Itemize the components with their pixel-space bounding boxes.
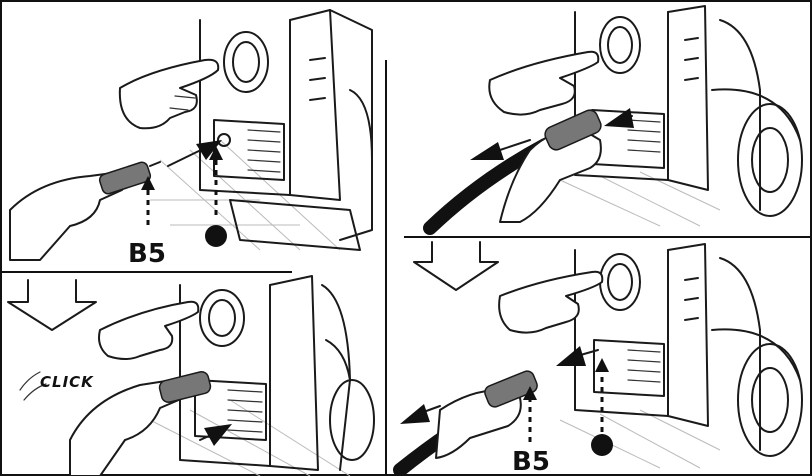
b5-leader-arrowhead	[141, 176, 155, 190]
port-marker-dot	[205, 225, 227, 247]
label-click: CLICK	[40, 373, 94, 391]
release-arrow-head	[556, 346, 586, 366]
b5-leader-arrowhead	[523, 386, 537, 400]
step-down-arrow	[7, 279, 97, 331]
pull-arrow-head	[470, 142, 504, 160]
insertion-arrow-shaft	[167, 147, 206, 167]
pull-arrow-shaft	[499, 139, 531, 151]
coupling-tip	[149, 161, 161, 167]
panel-bottom-left: CLICK	[7, 275, 375, 476]
finger-lines	[169, 95, 196, 111]
pressure-washer-body	[179, 275, 375, 471]
step-down-arrow	[413, 241, 499, 291]
left-hand	[98, 300, 200, 360]
panel-top-left: B5	[9, 9, 373, 269]
port-leader-arrowhead	[209, 146, 223, 160]
pressure-washer-body	[574, 243, 803, 457]
panel-bottom-right: B5	[393, 241, 803, 476]
release-arrow-head	[604, 108, 634, 128]
pressure-washer-body	[199, 9, 373, 251]
left-hand	[498, 270, 604, 334]
hose-coupling	[98, 161, 152, 195]
click-sound-marks	[19, 371, 47, 401]
insertion-arrow-head	[196, 140, 222, 160]
pull-arrow-head	[400, 404, 430, 424]
push-arrow-head	[204, 424, 232, 446]
right-hand-holding-hose	[435, 389, 522, 459]
port-marker-dot	[591, 434, 613, 456]
label-b5-bottom-right: B5	[512, 447, 550, 476]
hose-coupling	[484, 370, 538, 408]
port-leader-arrowhead	[595, 358, 609, 372]
left-hand	[488, 50, 600, 116]
hose-coupling	[544, 109, 602, 151]
label-b5-top-left: B5	[128, 239, 166, 269]
left-hand	[118, 58, 220, 130]
hose-coupling	[158, 371, 212, 403]
panel-top-right	[423, 5, 803, 235]
floor-grid	[149, 399, 351, 476]
